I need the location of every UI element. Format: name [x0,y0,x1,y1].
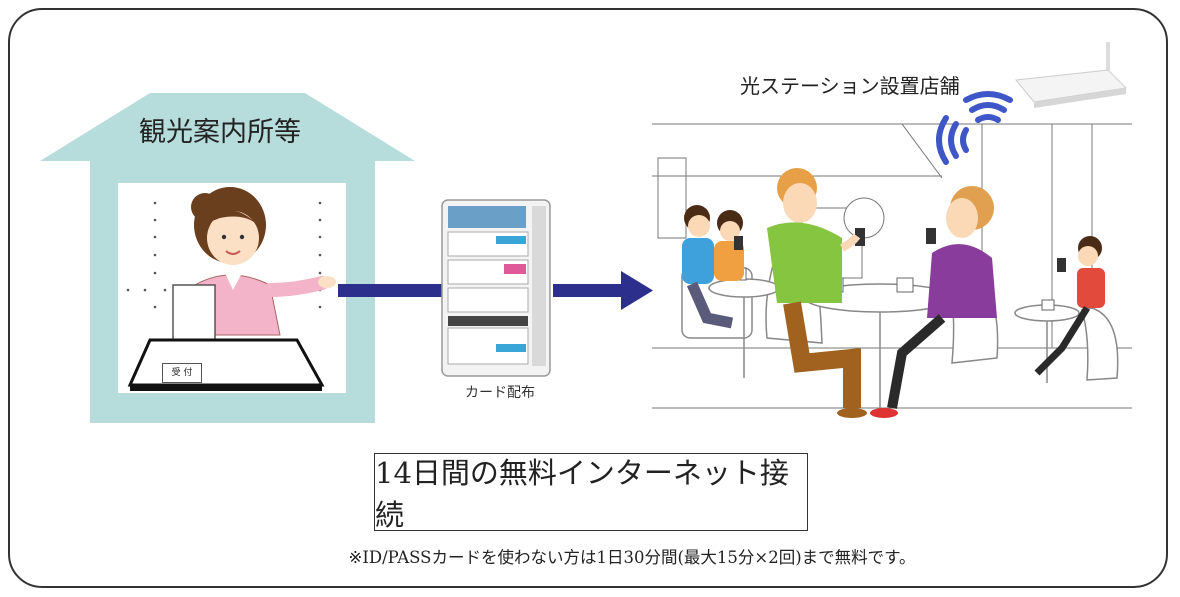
arrow-right-icon [338,284,448,297]
station-label: 光ステーション設置店舗 [740,74,960,98]
house-title: 観光案内所等 [139,117,301,148]
tourist-info-house [40,93,415,423]
arrow-right-icon [553,271,653,310]
card-caption: カード配布 [465,385,535,401]
footnote: ※ID/PASSカードを使わない方は1日30分間(最大15分×2回)まで無料です… [348,548,916,567]
paper-icon [172,284,216,341]
wifi-signal-icon [936,91,1013,165]
reception-sign: 受 付 [162,363,202,383]
wifi-router-icon [1015,42,1128,108]
outer-frame [8,8,1168,588]
main-message-text: 14日間の無料インターネット接続 [375,456,789,532]
wifi-card-icon [441,199,551,377]
cafe-scene-illustration [652,123,1132,418]
main-message-box: 14日間の無料インターネット接続 [374,453,808,532]
